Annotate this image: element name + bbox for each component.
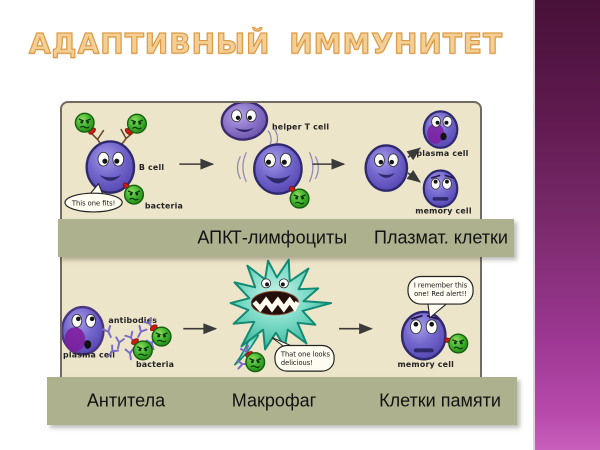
plasma-cell-top-label: plasma cell	[416, 149, 468, 158]
arrow-to-plasma-cell	[406, 147, 421, 161]
bacterium-icon	[151, 326, 172, 347]
bacterium-icon	[245, 352, 266, 373]
memory-cell-top-label: memory cell	[415, 206, 472, 215]
band-label-antibodies: Антитела	[86, 390, 166, 411]
plasma-cell-bottom-label: plasma cell	[63, 350, 115, 359]
plasma-cell-top	[422, 110, 459, 149]
bacterium-icon	[123, 184, 145, 205]
memory-cell-bottom	[400, 310, 469, 361]
sidebar-accent-bar	[533, 0, 600, 450]
speech-bubble-macrophage: That one looks delicious!	[271, 337, 335, 372]
band-label-plasma-cells: Плазмат. клетки	[374, 227, 508, 248]
plasma-cell-bottom	[62, 305, 105, 356]
svg-text:This one fits!: This one fits!	[71, 200, 115, 208]
antibodies-label: antibodies	[108, 316, 157, 325]
svg-text:That one looks: That one looks	[280, 350, 331, 358]
bacterium-icon	[448, 333, 469, 354]
bacterium-icon	[289, 188, 310, 209]
b-cell-label: B cell	[139, 163, 164, 172]
svg-text:one! Red alert!!: one! Red alert!!	[414, 290, 467, 298]
bacteria-label-bottom: bacteria	[136, 360, 174, 369]
arrow-to-memory-cell	[406, 169, 421, 183]
label-band-bottom: Антитела Макрофаг Клетки памяти	[47, 377, 517, 425]
b-cell	[74, 112, 148, 205]
svg-text:I remember this: I remember this	[414, 281, 468, 289]
bacteria-label-top: bacteria	[145, 201, 183, 210]
activated-b-cell	[236, 143, 319, 209]
memory-cell-top	[422, 169, 459, 209]
slide-title: АДАПТИВНЫЙ ИММУНИТЕТ	[28, 26, 504, 60]
speech-bubble-memory-cell: I remember this one! Red alert!!	[407, 275, 474, 319]
bacterium-icon	[132, 340, 153, 361]
immune-diagram-canvas: B cell bacteria This one fits! helper T …	[62, 103, 474, 373]
band-label-macrophage: Макрофаг	[231, 390, 317, 411]
differentiating-b-cell	[364, 144, 409, 192]
memory-cell-bottom-label: memory cell	[397, 360, 454, 369]
helper-t-cell-label: helper T cell	[272, 123, 329, 132]
bacterium-icon	[126, 113, 148, 134]
band-label-apk: АПК	[197, 227, 233, 248]
label-band-top: АПК Т-лимфоциты Плазмат. клетки	[58, 219, 514, 257]
bacterium-icon	[74, 112, 95, 133]
band-label-t-lymphocytes: Т-лимфоциты	[230, 227, 348, 248]
speech-bubble-b-cell: This one fits!	[64, 182, 123, 213]
band-label-memory-cells: Клетки памяти	[379, 390, 501, 411]
svg-text:delicious!: delicious!	[281, 359, 313, 367]
helper-t-cell	[220, 103, 279, 146]
